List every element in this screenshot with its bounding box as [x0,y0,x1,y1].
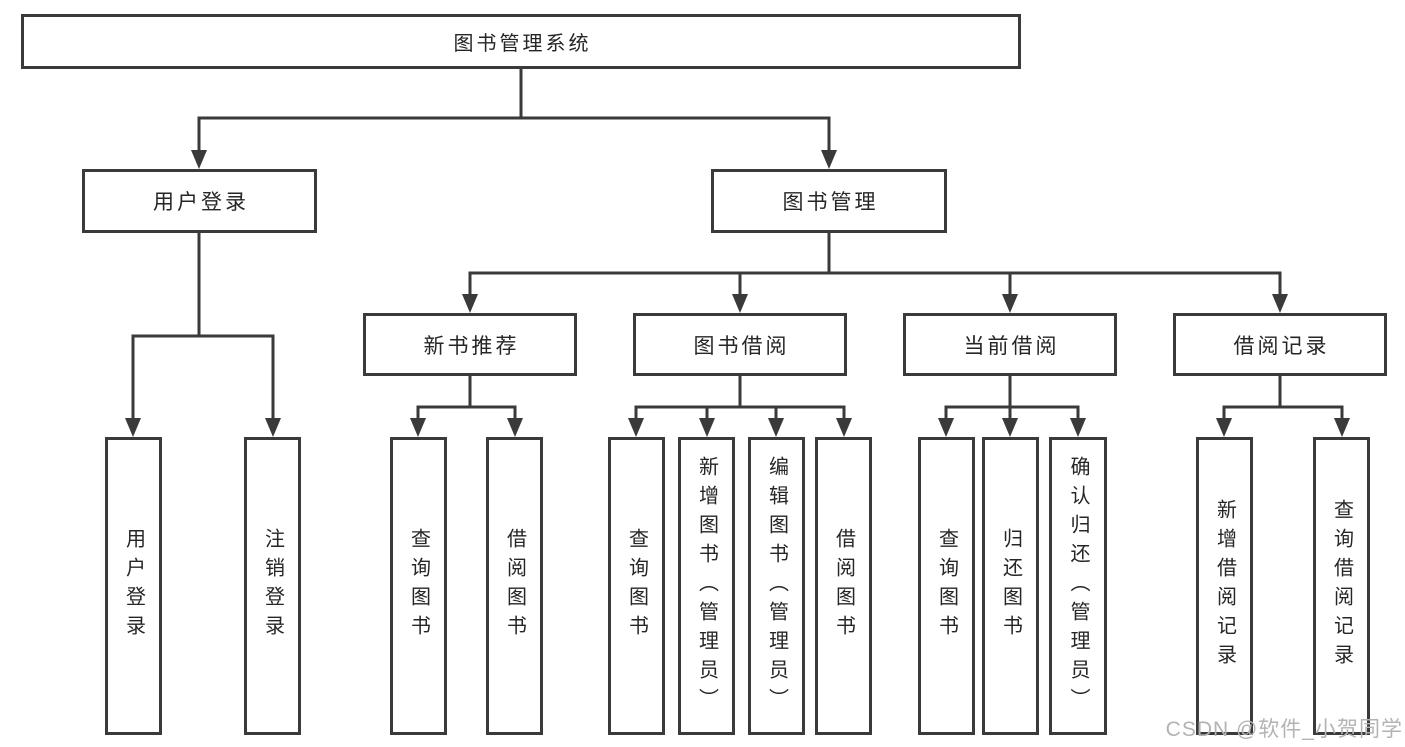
leaf-current-confirm-return-admin: 确认归还（管理员） [1049,437,1107,735]
leaf-label: 查询图书 [625,528,648,644]
connector-root-to-level2 [191,67,837,169]
leaf-borrow-add-book-admin: 新增图书（管理员） [678,437,735,735]
leaf-borrow-query-book: 查询图书 [608,437,665,735]
leaf-label: 查询图书 [407,528,430,644]
leaf-label: 查询图书 [935,528,958,644]
node-book-management: 图书管理 [711,169,947,233]
node-current-borrow: 当前借阅 [903,313,1117,376]
connector-book-management-to-level3 [462,231,1288,313]
leaf-label: 归还图书 [999,528,1022,644]
leaf-borrow-edit-book-admin: 编辑图书（管理员） [748,437,805,735]
leaf-label: 用户登录 [122,528,145,644]
node-new-book-recommend: 新书推荐 [363,313,577,376]
leaf-label: 确认归还（管理员） [1067,455,1089,717]
leaf-label: 注销登录 [261,528,284,644]
node-book-borrow: 图书借阅 [633,313,847,376]
leaf-record-query-borrow-record: 查询借阅记录 [1313,437,1370,735]
node-borrow-record: 借阅记录 [1173,313,1387,376]
leaf-user-login: 用户登录 [105,437,162,735]
leaf-borrow-borrow-book: 借阅图书 [815,437,872,735]
node-user-login: 用户登录 [82,169,317,233]
leaf-logout: 注销登录 [244,437,301,735]
leaf-current-return-book: 归还图书 [982,437,1039,735]
connector-borrow-record-to-leaves [1216,374,1350,437]
leaf-label: 新增借阅记录 [1213,499,1236,673]
connector-current-borrow-to-leaves [938,374,1086,437]
leaf-label: 新增图书（管理员） [695,455,718,717]
watermark-text: CSDN @软件_小贺同学 [1165,718,1403,741]
connector-user-login-to-leaves [125,231,281,437]
node-root-system: 图书管理系统 [21,14,1021,69]
connector-new-book-to-leaves [410,374,523,437]
leaf-label: 查询借阅记录 [1330,499,1353,673]
leaf-label: 借阅图书 [832,528,855,644]
leaf-label: 编辑图书（管理员） [765,455,788,717]
leaf-current-query-book: 查询图书 [918,437,975,735]
leaf-record-add-borrow-record: 新增借阅记录 [1196,437,1253,735]
leaf-label: 借阅图书 [503,528,526,644]
leaf-newbook-borrow-book: 借阅图书 [486,437,543,735]
connector-book-borrow-to-leaves [628,374,852,437]
leaf-newbook-query-book: 查询图书 [390,437,447,735]
